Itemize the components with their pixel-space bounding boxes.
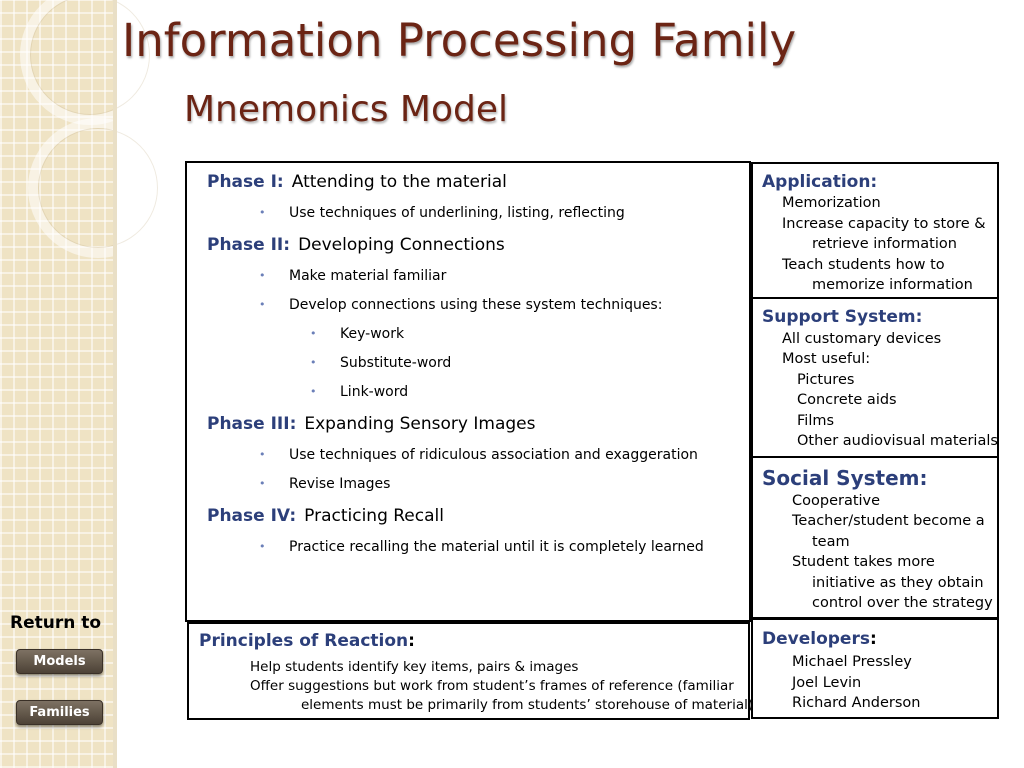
phase-2-heading: Phase II: Developing Connections bbox=[207, 235, 505, 255]
phase-1-heading: Phase I: Attending to the material bbox=[207, 172, 507, 192]
list-item: • Use techniques of underlining, listing,… bbox=[259, 205, 625, 221]
bullet-text: Revise Images bbox=[289, 476, 391, 492]
support-item: Concrete aids bbox=[797, 392, 897, 408]
support-box: Support System: All customary devices Mo… bbox=[751, 297, 999, 458]
bullet-text: Use techniques of ridiculous association… bbox=[289, 447, 698, 463]
list-item: • Develop connections using these system … bbox=[259, 297, 663, 313]
bullet-icon: • bbox=[259, 448, 266, 461]
bullet-icon: • bbox=[259, 206, 266, 219]
bullet-text: Make material familiar bbox=[289, 268, 447, 284]
application-item: Teach students how to bbox=[782, 257, 945, 273]
phase-label: Phase III: bbox=[207, 414, 297, 434]
social-item: Cooperative bbox=[792, 493, 881, 509]
social-heading: Social System: bbox=[762, 466, 928, 490]
support-item: Other audiovisual materials bbox=[797, 433, 998, 449]
bullet-text: Link-word bbox=[340, 384, 409, 400]
bullet-text: Practice recalling the material until it… bbox=[289, 539, 704, 555]
application-item: Increase capacity to store & bbox=[782, 216, 986, 232]
developers-heading-colon: : bbox=[869, 629, 877, 649]
list-item: • Make material familiar bbox=[259, 268, 447, 284]
phase-3-heading: Phase III: Expanding Sensory Images bbox=[207, 414, 535, 434]
list-item: • Substitute-word bbox=[310, 355, 452, 371]
social-item: Student takes more bbox=[792, 554, 935, 570]
sidebar-edge bbox=[113, 0, 117, 768]
phase-label: Phase IV: bbox=[207, 506, 297, 526]
support-item: Most useful: bbox=[782, 351, 871, 367]
reaction-line: elements must be primarily from students… bbox=[301, 697, 754, 713]
application-item: memorize information bbox=[812, 277, 973, 293]
bullet-icon: • bbox=[310, 385, 317, 398]
phases-box: Phase I: Attending to the material • Use t… bbox=[185, 161, 751, 622]
social-item: Teacher/student become a bbox=[792, 513, 985, 529]
application-heading: Application: bbox=[762, 172, 878, 192]
page-title: Information Processing Family bbox=[122, 14, 797, 67]
bullet-icon: • bbox=[310, 327, 317, 340]
bullet-icon: • bbox=[259, 477, 266, 490]
phase-4-heading: Phase IV: Practicing Recall bbox=[207, 506, 444, 526]
support-item: All customary devices bbox=[782, 331, 942, 347]
bullet-icon: • bbox=[259, 269, 266, 282]
bullet-icon: • bbox=[259, 540, 266, 553]
application-item: Memorization bbox=[782, 195, 881, 211]
phase-text: Attending to the material bbox=[291, 172, 507, 192]
social-item: control over the strategy bbox=[812, 595, 993, 611]
bullet-text: Use techniques of underlining, listing, … bbox=[289, 205, 625, 221]
reaction-heading: Principles of Reaction: bbox=[199, 631, 415, 651]
bullet-text: Substitute-word bbox=[340, 355, 452, 371]
decorative-ring bbox=[28, 118, 168, 258]
page-subtitle: Mnemonics Model bbox=[184, 89, 509, 130]
phase-text: Expanding Sensory Images bbox=[304, 414, 536, 434]
support-heading: Support System: bbox=[762, 307, 923, 327]
reaction-heading-colon: : bbox=[408, 631, 415, 651]
phase-text: Practicing Recall bbox=[304, 506, 444, 526]
phase-text: Developing Connections bbox=[298, 235, 505, 255]
developers-heading: Developers: bbox=[762, 629, 877, 649]
developer-name: Richard Anderson bbox=[792, 695, 921, 711]
bullet-text: Develop connections using these system t… bbox=[289, 297, 663, 313]
application-item: retrieve information bbox=[812, 236, 957, 252]
list-item: • Use techniques of ridiculous associatio… bbox=[259, 447, 698, 463]
list-item: • Key-work bbox=[310, 326, 405, 342]
phase-label: Phase II: bbox=[207, 235, 291, 255]
support-item: Films bbox=[797, 413, 835, 429]
support-item: Pictures bbox=[797, 372, 855, 388]
reaction-line: Offer suggestions but work from student’… bbox=[250, 678, 734, 694]
decorative-sidebar bbox=[0, 0, 168, 768]
social-item: initiative as they obtain bbox=[812, 575, 984, 591]
developers-box: Developers: Michael Pressley Joel Levin … bbox=[751, 618, 999, 719]
developer-name: Joel Levin bbox=[792, 675, 862, 691]
families-button[interactable]: Families bbox=[16, 700, 103, 725]
bullet-text: Key-work bbox=[340, 326, 405, 342]
reaction-box: Principles of Reaction: Help students id… bbox=[187, 622, 754, 720]
models-button[interactable]: Models bbox=[16, 649, 103, 674]
bullet-icon: • bbox=[310, 356, 317, 369]
return-to-label: Return to bbox=[10, 613, 102, 633]
bullet-icon: • bbox=[259, 298, 266, 311]
phase-label: Phase I: bbox=[207, 172, 284, 192]
developers-heading-text: Developers bbox=[762, 629, 870, 649]
list-item: • Link-word bbox=[310, 384, 409, 400]
list-item: • Practice recalling the material until i… bbox=[259, 539, 704, 555]
reaction-heading-text: Principles of Reaction bbox=[199, 631, 409, 651]
list-item: • Revise Images bbox=[259, 476, 391, 492]
social-item: team bbox=[812, 534, 850, 550]
social-box: Social System: Cooperative Teacher/stude… bbox=[751, 456, 999, 619]
reaction-line: Help students identify key items, pairs … bbox=[250, 659, 579, 675]
application-box: Application: Memorization Increase capac… bbox=[751, 162, 999, 299]
developer-name: Michael Pressley bbox=[792, 654, 912, 670]
